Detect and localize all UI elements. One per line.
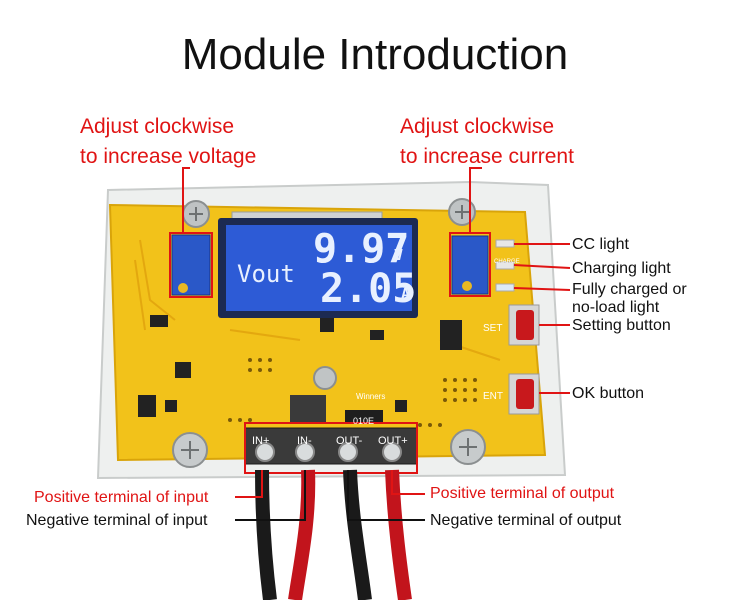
charging-light-label: Charging light — [572, 260, 671, 277]
current-adjust-note: Adjust clockwise to increase current — [400, 115, 574, 168]
silk-ent: ENT — [483, 391, 503, 402]
ok-button-label: OK button — [572, 385, 645, 402]
cc-light-label: CC light — [572, 236, 629, 253]
voltage-adjust-note: Adjust clockwise to increase voltage — [80, 115, 257, 168]
output-negative-label: Negative terminal of output — [430, 512, 622, 529]
silk-out-plus: OUT+ — [378, 435, 408, 447]
full-light-label-1: Fully charged or — [572, 281, 687, 298]
output-positive-label: Positive terminal of output — [430, 485, 615, 502]
voltage-potentiometer — [171, 234, 211, 296]
full-light-label-2: no-load light — [572, 299, 660, 316]
silk-in-minus: IN- — [297, 435, 312, 447]
lcd-current: 2.05 — [320, 266, 417, 312]
silk-resistor: 010E — [353, 416, 375, 426]
silk-in-plus: IN+ — [252, 435, 270, 447]
input-negative-label: Negative terminal of input — [26, 512, 208, 529]
smd-components — [138, 315, 462, 424]
silk-brand: Winners — [356, 392, 386, 401]
lcd-voltage-unit: V — [394, 246, 404, 264]
terminal-screws — [255, 442, 402, 462]
silk-charge: CHARGE — [494, 259, 520, 265]
lcd-mode: Vout — [237, 260, 295, 288]
wires — [255, 469, 412, 600]
ok-button-cap — [516, 379, 534, 409]
silk-out-minus: OUT- — [336, 435, 363, 447]
silk-set: SET — [483, 323, 503, 334]
set-button-cap — [516, 310, 534, 340]
input-positive-label: Positive terminal of input — [34, 489, 209, 506]
lcd-screen — [226, 225, 412, 311]
corner-screws — [172, 198, 486, 468]
set-button-label: Setting button — [572, 317, 671, 334]
lcd-voltage: 9.97 — [313, 226, 410, 272]
lcd-current-unit: A — [401, 285, 411, 303]
page-title: Module Introduction — [181, 30, 569, 79]
